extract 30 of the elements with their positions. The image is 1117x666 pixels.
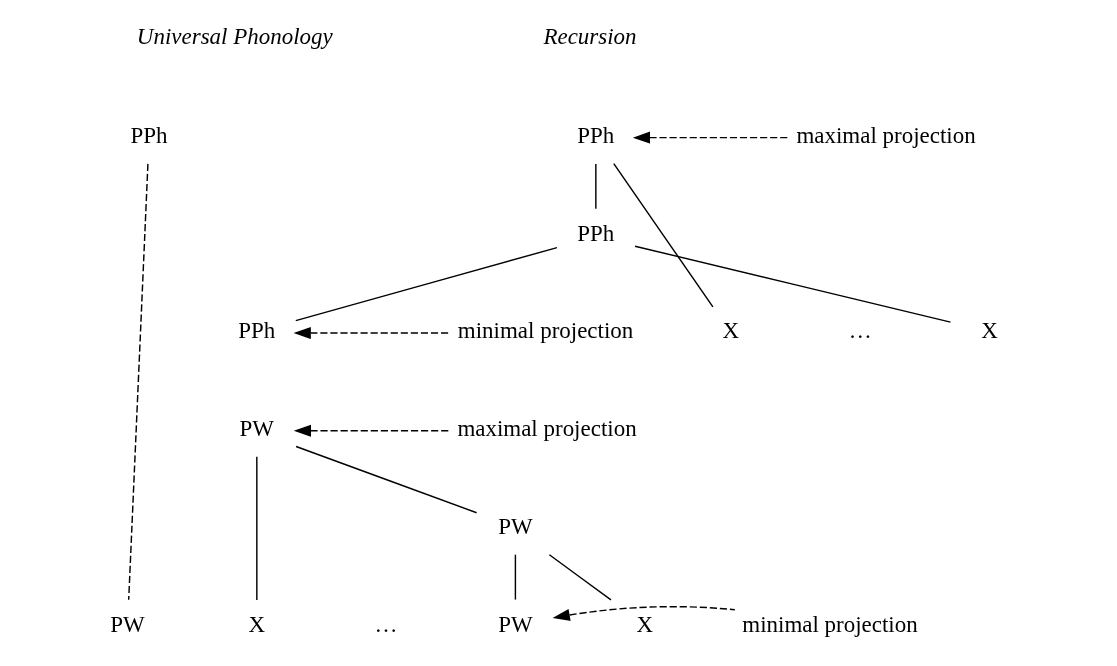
node-text: PW [498, 513, 533, 539]
connector [634, 245, 952, 323]
connector [613, 162, 714, 308]
connector [548, 554, 612, 601]
node-text: X [248, 611, 266, 637]
arrow [552, 606, 736, 621]
node-text: PW [239, 416, 275, 442]
connector [595, 163, 597, 210]
node-text: X [636, 611, 653, 637]
node-text: minimal projection [742, 611, 918, 637]
connector [295, 246, 558, 322]
label: Universal Phonology [136, 23, 333, 49]
node-text: PPh [130, 123, 168, 149]
connector [295, 445, 478, 514]
node-text: PW [110, 611, 145, 637]
connector [514, 554, 517, 601]
node-text: X [722, 318, 740, 344]
node-text: PPh [577, 123, 615, 149]
label: … [848, 318, 872, 344]
connector [256, 455, 258, 601]
node-text: minimal projection [457, 318, 634, 344]
node-text: maximal projection [796, 123, 976, 149]
label: … [374, 611, 398, 637]
node-text: PW [498, 611, 533, 637]
node-text: X [981, 318, 998, 344]
node-text: maximal projection [457, 416, 637, 442]
node-text: PPh [577, 220, 615, 246]
connector [127, 163, 149, 601]
label: Recursion [543, 23, 637, 49]
node-text: PPh [238, 318, 276, 344]
